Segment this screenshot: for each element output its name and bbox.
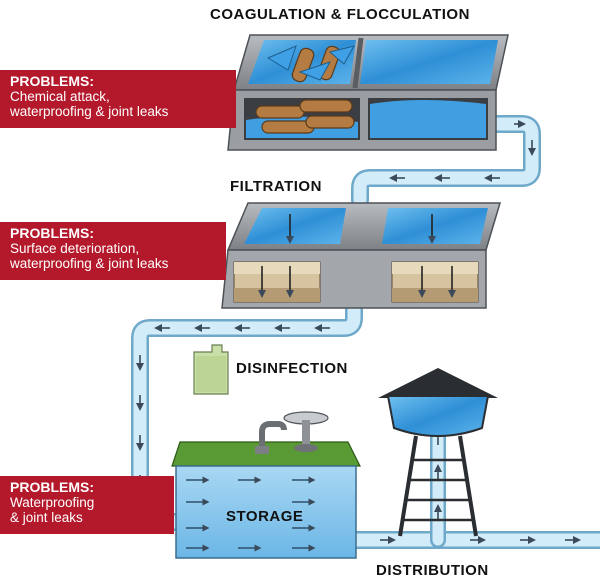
- problem-callout-coagulation: PROBLEMS: Chemical attack, waterproofing…: [0, 70, 236, 128]
- stage-title-disinfection: DISINFECTION: [236, 360, 348, 377]
- coagulation-basin: [227, 34, 509, 151]
- stage-title-filtration: FILTRATION: [230, 178, 322, 195]
- problem-description: Chemical attack, waterproofing & joint l…: [10, 89, 169, 119]
- problem-title: PROBLEMS:: [10, 73, 94, 89]
- stage-title-coagulation: COAGULATION & FLOCCULATION: [210, 6, 470, 23]
- filtration-basin: [221, 202, 502, 309]
- problem-title: PROBLEMS:: [10, 225, 94, 241]
- problem-callout-filtration: PROBLEMS: Surface deterioration, waterpr…: [0, 222, 226, 280]
- stage-title-distribution: DISTRIBUTION: [376, 562, 489, 579]
- storage-reservoir: [171, 411, 361, 559]
- problem-description: Waterproofing & joint leaks: [10, 495, 95, 525]
- disinfection-container: [193, 344, 229, 395]
- problem-callout-storage: PROBLEMS: Waterproofing & joint leaks: [0, 476, 174, 534]
- stage-title-storage: STORAGE: [226, 508, 304, 525]
- water-tower: [378, 368, 498, 537]
- problem-description: Surface deterioration, waterproofing & j…: [10, 241, 169, 271]
- problem-title: PROBLEMS:: [10, 479, 94, 495]
